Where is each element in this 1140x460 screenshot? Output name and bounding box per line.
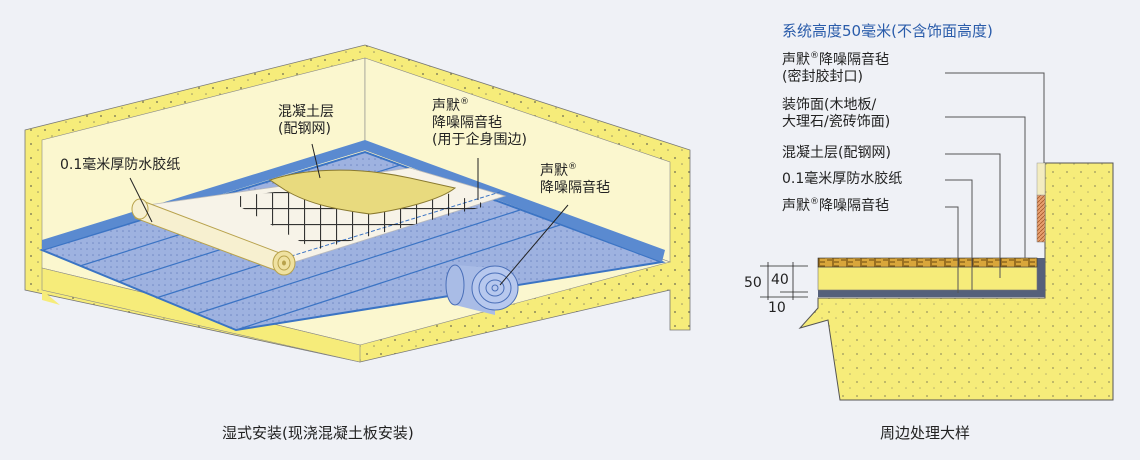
label-finish: 装饰面(木地板/ 大理石/瓷砖饰面): [782, 97, 890, 131]
registered-mark: ®: [460, 97, 469, 107]
system-height-title: 系统高度50毫米(不含饰面高度): [782, 22, 993, 40]
label-felt: 声默® 降噪隔音毡: [540, 163, 610, 197]
label-text: 降噪隔音毡: [819, 52, 889, 68]
label-tape: 0.1毫米厚防水胶纸: [782, 171, 903, 187]
dimension-felt: 10: [768, 300, 786, 316]
label-sealant-felt: 声默®降噪隔音毡 (密封胶封口): [782, 52, 889, 86]
label-line: 降噪隔音毡: [540, 180, 610, 196]
brand-text: 声默: [540, 163, 568, 179]
label-text: 降噪隔音毡: [819, 198, 889, 214]
label-line: 声默®降噪隔音毡: [782, 52, 889, 69]
tape-roll-icon: [131, 198, 296, 276]
registered-mark: ®: [810, 51, 819, 61]
dimension-total: 50: [744, 275, 762, 291]
label-line: 声默®: [432, 98, 527, 115]
room-3d-illustration: [24, 44, 691, 363]
label-line: 声默®: [540, 163, 610, 180]
label-line: 降噪隔音毡: [432, 115, 502, 131]
caption-edge-detail: 周边处理大样: [880, 424, 971, 442]
label-line: (配钢网): [278, 121, 331, 137]
dimension-concrete: 40: [771, 272, 789, 288]
label-waterproof-tape: 0.1毫米厚防水胶纸: [60, 157, 181, 173]
label-felt-detail: 声默®降噪隔音毡: [782, 198, 889, 215]
registered-mark: ®: [810, 197, 819, 207]
label-line: 混凝土层: [278, 104, 334, 120]
edge-detail-illustration: [760, 72, 1114, 401]
label-concrete-layer: 混凝土层 (配钢网): [278, 104, 334, 138]
brand-text: 声默: [432, 98, 460, 114]
label-line: 装饰面(木地板/: [782, 97, 877, 113]
label-concrete: 混凝土层(配钢网): [782, 145, 891, 161]
brand-text: 声默: [782, 198, 810, 214]
label-line: 大理石/瓷砖饰面): [782, 114, 891, 130]
registered-mark: ®: [568, 162, 577, 172]
label-line: (密封胶封口): [782, 69, 863, 85]
brand-text: 声默: [782, 52, 810, 68]
label-line: (用于企身围边): [432, 132, 527, 148]
label-edge-felt: 声默® 降噪隔音毡 (用于企身围边): [432, 98, 527, 149]
caption-wet-installation: 湿式安装(现浇混凝土板安装): [222, 424, 414, 442]
